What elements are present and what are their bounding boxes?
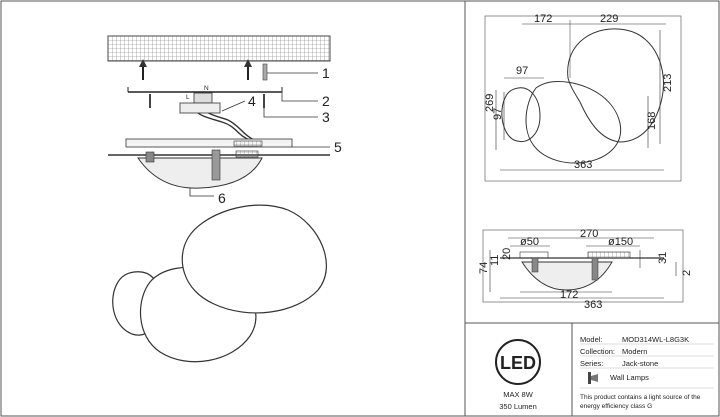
side-dim-2: 2	[681, 270, 693, 276]
callout-2: 2	[322, 93, 330, 109]
energy-note-line2: energy efficiency class G	[580, 403, 652, 410]
front-view-box	[484, 15, 682, 182]
front-dim-229: 229	[600, 13, 618, 25]
front-dim-269: 269	[484, 94, 496, 112]
driver-box	[179, 102, 221, 114]
side-dim-74: 74	[478, 262, 490, 274]
led-badge: LED MAX 8W 350 Lumen	[495, 339, 541, 411]
type-value: Wall Lamps	[610, 373, 649, 382]
base-connector	[233, 140, 263, 147]
stone-large	[181, 204, 327, 314]
wire-label-n: N	[204, 85, 209, 92]
series-value: Jack-stone	[622, 359, 658, 368]
installation-view: L N 1 2 3 4 5 6	[107, 35, 342, 206]
side-dimension-view: 270 ø50 ø150 74 11 20 31 2 172 363	[478, 228, 693, 311]
wire-label-l: L	[186, 94, 190, 101]
front-dim-168: 168	[646, 112, 658, 130]
mount-post-left	[145, 151, 155, 163]
terminal-block	[193, 92, 213, 104]
led-logo-text: LED	[500, 353, 536, 373]
front-dim-97-top: 97	[516, 65, 528, 77]
side-dim-172: 172	[560, 289, 578, 301]
side-view-box	[482, 229, 684, 303]
callout-5: 5	[334, 139, 342, 155]
energy-note-line1: This product contains a light source of …	[580, 394, 701, 401]
series-label: Series:	[580, 359, 603, 368]
max-power: MAX 8W	[503, 390, 534, 399]
lamp-connector	[235, 150, 259, 158]
base-plate	[125, 138, 293, 148]
side-dim-31: 31	[657, 252, 669, 264]
front-stone-small	[501, 87, 541, 142]
ceiling-block	[107, 35, 331, 62]
side-dim-363: 363	[584, 299, 602, 311]
lamp-front-illustration	[112, 204, 327, 363]
mount-post-mid	[211, 149, 221, 181]
front-dim-97-side: 97	[492, 108, 504, 120]
callout-4: 4	[248, 93, 256, 109]
front-dim-363: 363	[574, 159, 592, 171]
lumen-output: 350 Lumen	[499, 402, 537, 411]
model-label: Model:	[580, 335, 603, 344]
collection-label: Collection:	[580, 347, 615, 356]
wall-plug	[262, 63, 268, 81]
model-value: MOD314WL-L8G3K	[622, 335, 689, 344]
side-dim-20: 20	[501, 248, 513, 260]
callout-3: 3	[322, 109, 330, 125]
led-logo-circle	[495, 339, 541, 385]
info-table: Model: MOD314WL-L8G3K Collection: Modern…	[580, 335, 714, 410]
collection-value: Modern	[622, 347, 647, 356]
front-dim-172: 172	[534, 13, 552, 25]
front-stone-medium	[525, 81, 622, 164]
front-dim-213: 213	[662, 74, 674, 92]
callout-6: 6	[218, 190, 226, 206]
side-dim-11: 11	[489, 255, 501, 266]
side-dim-270: 270	[580, 228, 598, 240]
side-dim-d150: ø150	[608, 236, 633, 248]
side-shade	[521, 261, 613, 291]
lamp-side-shade	[137, 157, 263, 189]
wall-lamp-icon	[588, 372, 598, 384]
side-dim-d50: ø50	[520, 236, 539, 248]
front-dimension-view: 172 229 97 269 97 168 213 363	[484, 13, 682, 182]
front-stone-large	[567, 28, 664, 143]
callout-1: 1	[322, 65, 330, 81]
